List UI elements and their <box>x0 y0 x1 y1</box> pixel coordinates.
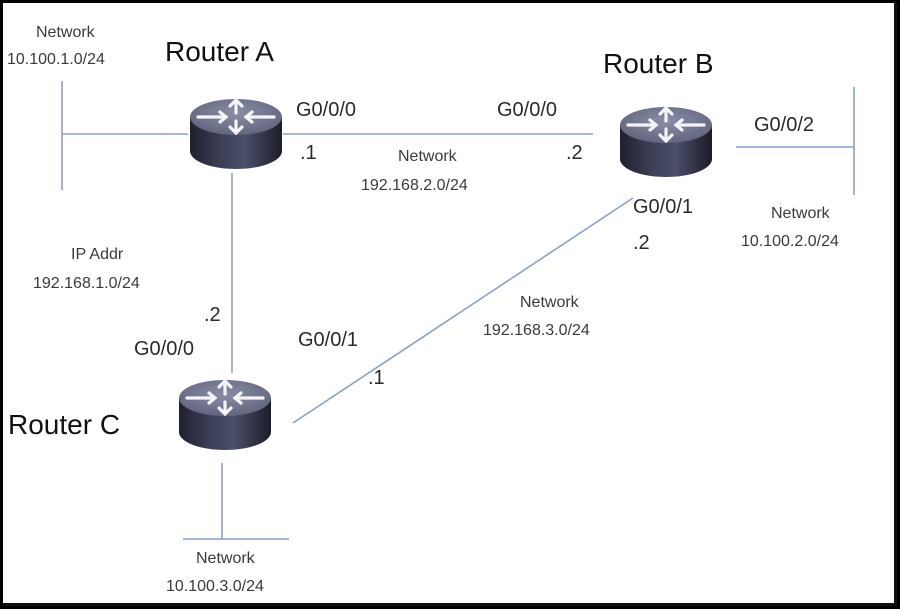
router-b-g001-label: G0/0/1 <box>633 196 693 218</box>
lan-a-caption: Network <box>36 24 96 41</box>
router-b-g000-label: G0/0/0 <box>497 99 557 121</box>
router-c-icon[interactable] <box>177 378 273 452</box>
network-topology: Router A Router B Router C Network 10.10… <box>7 24 855 595</box>
net-ab-caption: Network <box>398 148 458 165</box>
router-c-label: Router C <box>8 409 120 440</box>
router-b-g000-host: .2 <box>566 142 583 164</box>
router-b-g002-label: G0/0/2 <box>754 114 814 136</box>
lan-c-caption: Network <box>196 550 256 567</box>
router-b-icon[interactable] <box>618 105 714 179</box>
router-c-g001-label: G0/0/1 <box>298 329 358 351</box>
lan-b-cidr: 10.100.2.0/24 <box>741 233 839 250</box>
router-a-icon[interactable] <box>188 97 284 171</box>
net-ac-cidr: 192.168.1.0/24 <box>33 275 140 292</box>
net-bc-caption: Network <box>520 294 580 311</box>
router-a-g000-label: G0/0/0 <box>296 99 356 121</box>
net-ab-cidr: 192.168.2.0/24 <box>361 177 468 194</box>
router-a-label: Router A <box>165 36 274 67</box>
link-b-c <box>292 197 634 424</box>
router-b-g001-host: .2 <box>633 232 650 254</box>
lan-b-caption: Network <box>771 205 831 222</box>
router-c-g000-label: G0/0/0 <box>134 338 194 360</box>
links <box>61 81 855 540</box>
diagram-canvas: Router A Router B Router C Network 10.10… <box>3 3 897 606</box>
lan-c-cidr: 10.100.3.0/24 <box>166 578 264 595</box>
net-bc-cidr: 192.168.3.0/24 <box>483 322 590 339</box>
router-b-label: Router B <box>603 48 714 79</box>
router-c-g001-host: .1 <box>368 367 385 389</box>
router-a-g000-host: .1 <box>300 142 317 164</box>
net-ac-caption: IP Addr <box>71 246 124 263</box>
router-c-g000-host: .2 <box>204 304 221 326</box>
lan-a-cidr: 10.100.1.0/24 <box>7 51 105 68</box>
